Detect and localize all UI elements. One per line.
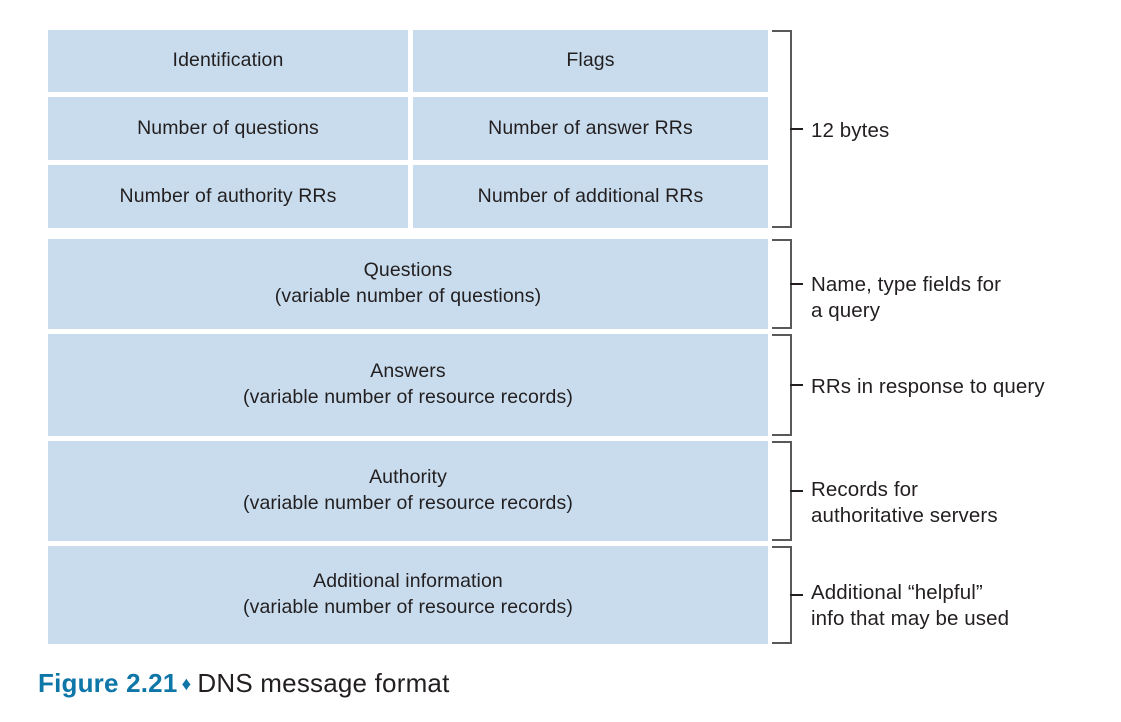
section-subtitle: (variable number of questions) — [274, 285, 542, 307]
bracket-cap-top — [772, 441, 792, 443]
section-subtitle: (variable number of resource records) — [243, 386, 573, 408]
field-box-number-of-questions: Number of questions — [48, 97, 408, 160]
section-box-answers: Answers (variable number of resource rec… — [48, 334, 768, 436]
section-subtitle: (variable number of resource records) — [243, 596, 573, 618]
field-label: Identification — [172, 49, 284, 72]
bracket-authority — [772, 441, 804, 541]
field-label: Number of authority RRs — [119, 184, 337, 207]
bracket-answers — [772, 334, 804, 436]
field-label: Number of questions — [137, 116, 319, 139]
bracket-tick — [790, 490, 803, 492]
section-box-questions: Questions (variable number of questions) — [48, 239, 768, 329]
section-title: Answers — [370, 360, 446, 383]
annotation-header-size: 12 bytes — [811, 119, 890, 142]
section-title: Authority — [369, 466, 447, 489]
bracket-questions — [772, 239, 804, 329]
annotation-additional-note: Additional “helpful” info that may be us… — [811, 581, 1010, 631]
section-title: Additional information — [313, 570, 503, 593]
bracket-tick — [790, 384, 803, 386]
field-box-number-of-authority-rrs: Number of authority RRs — [48, 165, 408, 228]
bracket-cap-top — [772, 546, 792, 548]
bracket-cap-top — [772, 334, 792, 336]
bracket-header-size — [772, 30, 804, 228]
field-box-flags: Flags — [413, 30, 768, 92]
section-subtitle: (variable number of resource records) — [243, 492, 573, 514]
annotation-authority-note: Records for authoritative servers — [811, 478, 998, 528]
annotation-answers-note: RRs in response to query — [811, 375, 1045, 398]
section-box-authority: Authority (variable number of resource r… — [48, 441, 768, 541]
figure-number: Figure 2.21 — [38, 668, 178, 698]
dns-message-format-diagram: Identification Flags Number of questions… — [48, 30, 1045, 644]
bracket-cap-bottom — [772, 434, 792, 436]
bracket-cap-bottom — [772, 539, 792, 541]
diamond-separator-icon: ♦ — [181, 674, 192, 695]
field-box-identification: Identification — [48, 30, 408, 92]
field-label: Number of answer RRs — [488, 116, 693, 139]
bracket-additional-information — [772, 546, 804, 644]
field-label: Flags — [566, 49, 615, 72]
bracket-cap-bottom — [772, 327, 792, 329]
bracket-cap-top — [772, 30, 792, 32]
section-title: Questions — [363, 259, 453, 282]
bracket-tick — [790, 594, 803, 596]
annotation-questions-note: Name, type fields for a query — [811, 273, 1002, 323]
figure-title: DNS message format — [197, 668, 450, 698]
bracket-cap-bottom — [772, 642, 792, 644]
field-box-number-of-answer-rrs: Number of answer RRs — [413, 97, 768, 160]
field-box-number-of-additional-rrs: Number of additional RRs — [413, 165, 768, 228]
section-box-additional-information: Additional information (variable number … — [48, 546, 768, 644]
bracket-cap-bottom — [772, 226, 792, 228]
field-label: Number of additional RRs — [477, 184, 704, 207]
bracket-tick — [790, 283, 803, 285]
bracket-tick — [790, 128, 803, 130]
bracket-cap-top — [772, 239, 792, 241]
figure-caption: Figure 2.21♦DNS message format — [38, 668, 450, 699]
